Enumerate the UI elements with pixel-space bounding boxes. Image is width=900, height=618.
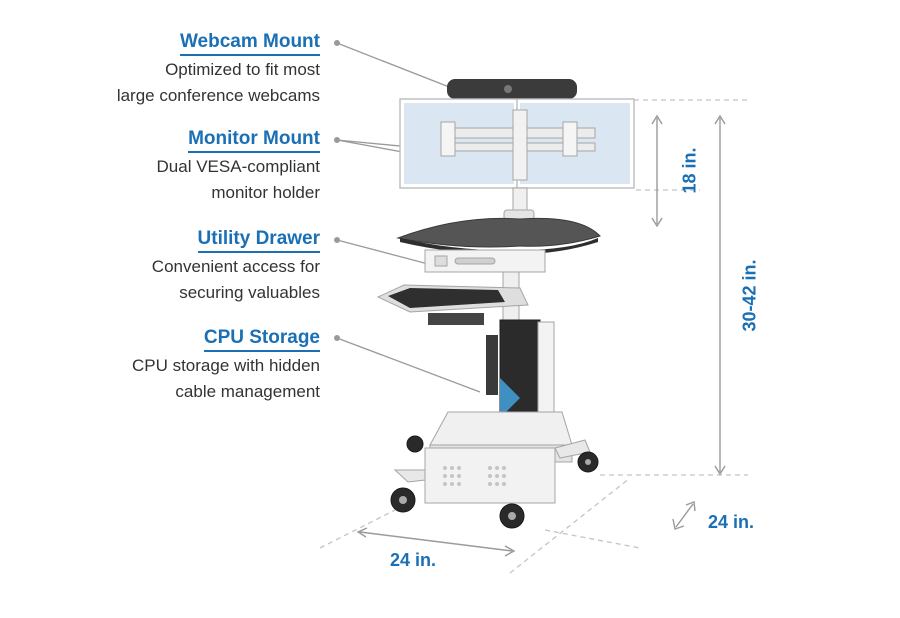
callout-desc-line-1: Optimized to fit most [165, 60, 320, 79]
callout-monitor-mount: Monitor Mount Dual VESA-compliant monito… [157, 127, 320, 205]
dimension-depth: 24 in. [708, 512, 755, 532]
callout-title: Monitor Mount [188, 127, 320, 153]
utility-drawer [424, 249, 546, 273]
callout-desc-line-2: monitor holder [211, 183, 320, 202]
callout-desc-line-2: securing valuables [179, 283, 320, 302]
callout-webcam-mount: Webcam Mount Optimized to fit most large… [117, 30, 320, 108]
keyboard-tray [376, 284, 529, 325]
callout-title: Webcam Mount [179, 30, 320, 56]
callout-desc-line-2: cable management [175, 382, 320, 401]
callout-cpu-storage: CPU Storage CPU storage with hidden cabl… [132, 326, 320, 404]
work-surface [396, 217, 601, 255]
dimension-monitor-height: 18 in. [679, 147, 700, 194]
dimension-total-height: 30-42 in. [739, 259, 760, 332]
callout-title: Utility Drawer [197, 227, 320, 253]
callout-desc-line-1: Dual VESA-compliant [156, 157, 320, 176]
callout-desc-line-1: CPU storage with hidden [131, 356, 320, 375]
callout-title: CPU Storage [203, 326, 320, 352]
casters [390, 435, 599, 529]
callout-desc-line-1: Convenient access for [151, 257, 320, 276]
cpu-unit [486, 319, 555, 421]
leader-cpu [336, 337, 481, 393]
dual-monitors [399, 98, 635, 189]
leader-drawer [336, 239, 433, 266]
dimension-width: 24 in. [390, 550, 437, 570]
callout-utility-drawer: Utility Drawer Convenient access for sec… [152, 227, 320, 305]
dimension-arrows [356, 114, 726, 557]
callout-desc-line-2: large conference webcams [116, 86, 320, 105]
cart-base [393, 411, 591, 504]
